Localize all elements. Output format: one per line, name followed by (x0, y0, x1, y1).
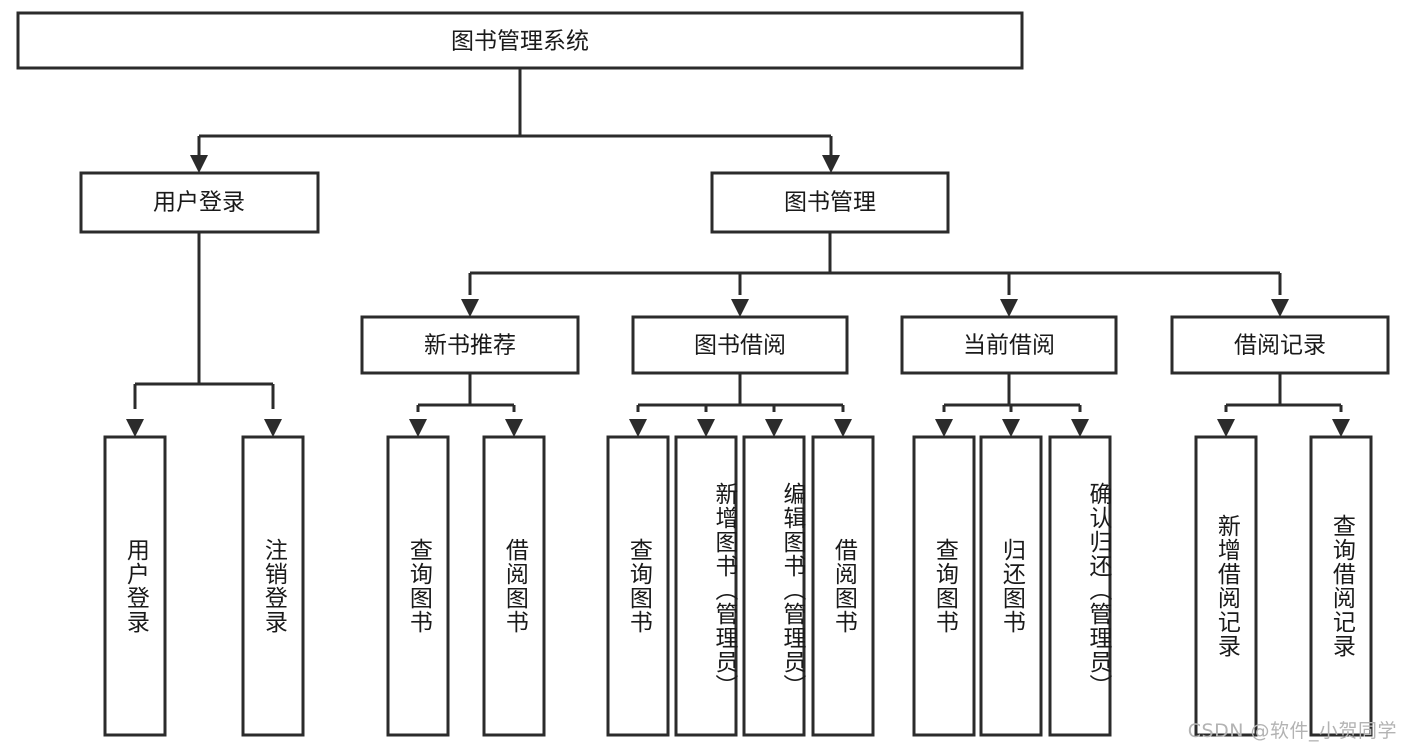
leaf-box-add-book[interactable] (674, 435, 738, 737)
node-book-manage-label: 图书管理 (784, 190, 876, 216)
arrow-to-leaf-query-book-3 (935, 419, 953, 437)
connector-book-manage-to-level3 (461, 232, 1289, 317)
arrow-to-leaf-logout (264, 419, 282, 437)
node-borrow-record-label: 借阅记录 (1234, 333, 1326, 359)
watermark-text: CSDN @软件_小贺同学 (1187, 720, 1397, 742)
connector-root-to-level2 (190, 68, 840, 173)
node-book-manage[interactable]: 图书管理 (710, 171, 950, 234)
arrow-to-leaf-user-login (126, 419, 144, 437)
arrow-to-leaf-return-book (1002, 419, 1020, 437)
leaf-box-edit-book[interactable] (742, 435, 806, 737)
arrow-to-current-borrow (1000, 299, 1018, 317)
node-root-box[interactable] (16, 11, 1024, 70)
arrow-to-leaf-confirm-return (1071, 419, 1089, 437)
arrow-to-new-book-rec (461, 299, 479, 317)
connector-book-borrow-to-leaves (629, 373, 852, 437)
node-new-book-rec[interactable]: 新书推荐 (360, 315, 580, 375)
leaf-box-borrow-book-1[interactable] (482, 435, 546, 737)
connector-user-login-to-leaves (126, 232, 282, 437)
node-root[interactable]: 图书管理系统 (16, 11, 1024, 70)
arrow-to-book-borrow (731, 299, 749, 317)
node-user-login-box[interactable] (79, 171, 320, 234)
arrow-to-user-login (190, 155, 208, 173)
leaf-box-query-record[interactable] (1309, 435, 1373, 737)
node-book-borrow-label: 图书借阅 (694, 333, 786, 359)
leaf-box-query-book-3[interactable] (912, 435, 976, 737)
leaf-box-borrow-book-2[interactable] (811, 435, 875, 737)
arrow-to-leaf-borrow-book-2 (834, 419, 852, 437)
node-book-borrow[interactable]: 图书借阅 (631, 315, 849, 375)
leaf-box-logout[interactable] (241, 435, 305, 737)
leaf-box-query-book-1[interactable] (386, 435, 450, 737)
node-user-login[interactable]: 用户登录 (79, 171, 320, 234)
arrow-to-leaf-query-book-1 (409, 419, 427, 437)
node-root-label: 图书管理系统 (451, 29, 589, 55)
node-current-borrow-label: 当前借阅 (963, 333, 1055, 359)
connector-borrow-record-to-leaves (1217, 373, 1350, 437)
node-current-borrow-box[interactable] (900, 315, 1118, 375)
node-borrow-record[interactable]: 借阅记录 (1170, 315, 1390, 375)
arrow-to-leaf-query-record (1332, 419, 1350, 437)
leaf-boxes (103, 435, 1373, 737)
arrow-to-borrow-record (1271, 299, 1289, 317)
leaf-box-confirm-return[interactable] (1048, 435, 1112, 737)
leaf-box-return-book[interactable] (979, 435, 1043, 737)
arrow-to-leaf-edit-book (765, 419, 783, 437)
node-new-book-rec-box[interactable] (360, 315, 580, 375)
connector-current-borrow-to-leaves (935, 373, 1089, 437)
leaf-box-add-record[interactable] (1194, 435, 1258, 737)
leaf-box-query-book-2[interactable] (606, 435, 670, 737)
node-current-borrow[interactable]: 当前借阅 (900, 315, 1118, 375)
node-new-book-rec-label: 新书推荐 (424, 333, 516, 359)
arrow-to-leaf-query-book-2 (629, 419, 647, 437)
arrow-to-leaf-add-book (697, 419, 715, 437)
leaf-box-user-login[interactable] (103, 435, 167, 737)
arrow-to-leaf-borrow-book-1 (505, 419, 523, 437)
arrow-to-leaf-add-record (1217, 419, 1235, 437)
node-user-login-label: 用户登录 (153, 190, 245, 216)
arrow-to-book-manage (822, 155, 840, 173)
connector-new-book-rec-to-leaves (409, 373, 523, 437)
